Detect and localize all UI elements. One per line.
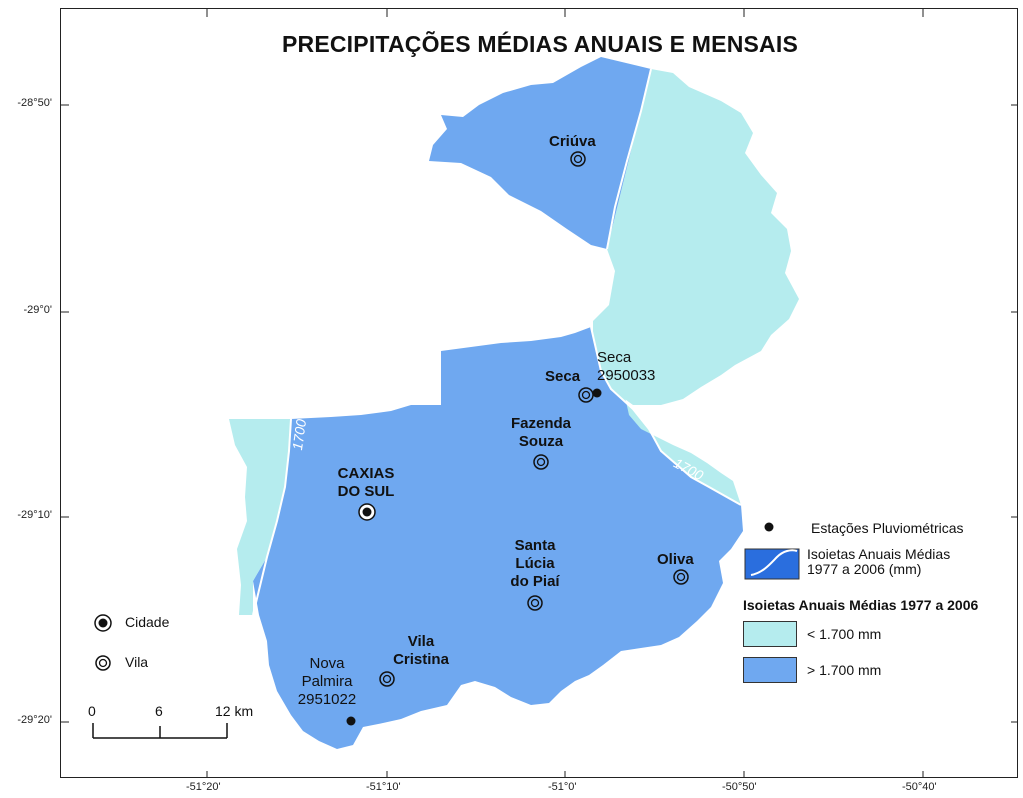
region-low-west: [229, 419, 291, 615]
legend-vila-symbol: [95, 655, 111, 671]
scale-label-6: 6: [155, 703, 163, 719]
city-symbol-caxias: [358, 503, 376, 521]
legend-isoline-swatch: [744, 548, 800, 580]
legend-cidade-label: Cidade: [125, 614, 170, 630]
legend-city-symbol: [94, 614, 112, 632]
lon-tick-label-51-10: -51°10': [366, 781, 401, 793]
vila-symbol-oliva: [673, 569, 689, 585]
station-nova-palmira-dot: [346, 716, 356, 726]
map-title: PRECIPITAÇÕES MÉDIAS ANUAIS E MENSAIS: [281, 31, 799, 57]
legend-station-dot: [764, 522, 774, 532]
legend-low-swatch: [743, 621, 797, 647]
label-seca: Seca: [545, 368, 581, 385]
region-high-main: [253, 327, 743, 749]
legend-high-label: > 1.700 mm: [807, 662, 882, 678]
region-high-north: [429, 57, 651, 249]
station-seca-dot: [592, 388, 602, 398]
label-seca-station: Seca 2950033: [597, 349, 656, 384]
isoline-north: [606, 68, 652, 250]
label-santa-lucia: Santa Lúcia do Piaí: [510, 537, 560, 590]
legend-vila-label: Vila: [125, 654, 149, 670]
label-nova-palmira: Nova Palmira 2951022: [297, 655, 357, 708]
scale-label-0: 0: [88, 703, 96, 719]
label-fazenda-souza: Fazenda Souza: [510, 415, 571, 450]
legend-section-title: Isoietas Anuais Médias 1977 a 2006: [743, 597, 979, 613]
region-low-east: [601, 371, 741, 505]
isoline-east: [590, 326, 742, 506]
scale-bar: [92, 723, 228, 739]
lat-tick-label-29-10: -29°10': [17, 509, 52, 521]
lon-tick-label-50-40: -50°40': [902, 781, 937, 793]
lon-tick-label-50-50: -50°50': [722, 781, 757, 793]
legend-stations-label: Estações Pluviométricas: [811, 520, 964, 536]
legend-high-swatch: [743, 657, 797, 683]
vila-symbol-criuva: [570, 151, 586, 167]
lat-tick-label-29-20: -29°20': [17, 714, 52, 726]
label-criuva: Criúva: [549, 133, 596, 150]
lat-tick-label-28-50: -28°50': [17, 97, 52, 109]
scale-label-12: 12 km: [215, 703, 254, 719]
map-canvas: [61, 9, 1017, 777]
label-oliva: Oliva: [657, 551, 694, 568]
lon-tick-label-51-20: -51°20': [186, 781, 221, 793]
region-low-north: [593, 69, 799, 405]
lon-tick-label-51-0: -51°0': [548, 781, 577, 793]
isoline-west: [252, 418, 292, 616]
vila-symbol-fazenda-souza: [533, 454, 549, 470]
tick-marks: [61, 9, 1017, 777]
label-vila-cristina: Vila Cristina: [393, 633, 449, 668]
map-frame: PRECIPITAÇÕES MÉDIAS ANUAIS E MENSAIS Cr…: [60, 8, 1018, 778]
lat-tick-label-29-0: -29°0': [23, 304, 52, 316]
legend-isoline-label: Isoietas Anuais Médias 1977 a 2006 (mm): [807, 546, 951, 577]
label-caxias-do-sul: CAXIAS DO SUL: [337, 465, 395, 500]
legend-low-label: < 1.700 mm: [807, 626, 882, 642]
vila-symbol-santa-lucia: [527, 595, 543, 611]
vila-symbol-vila-cristina: [379, 671, 395, 687]
